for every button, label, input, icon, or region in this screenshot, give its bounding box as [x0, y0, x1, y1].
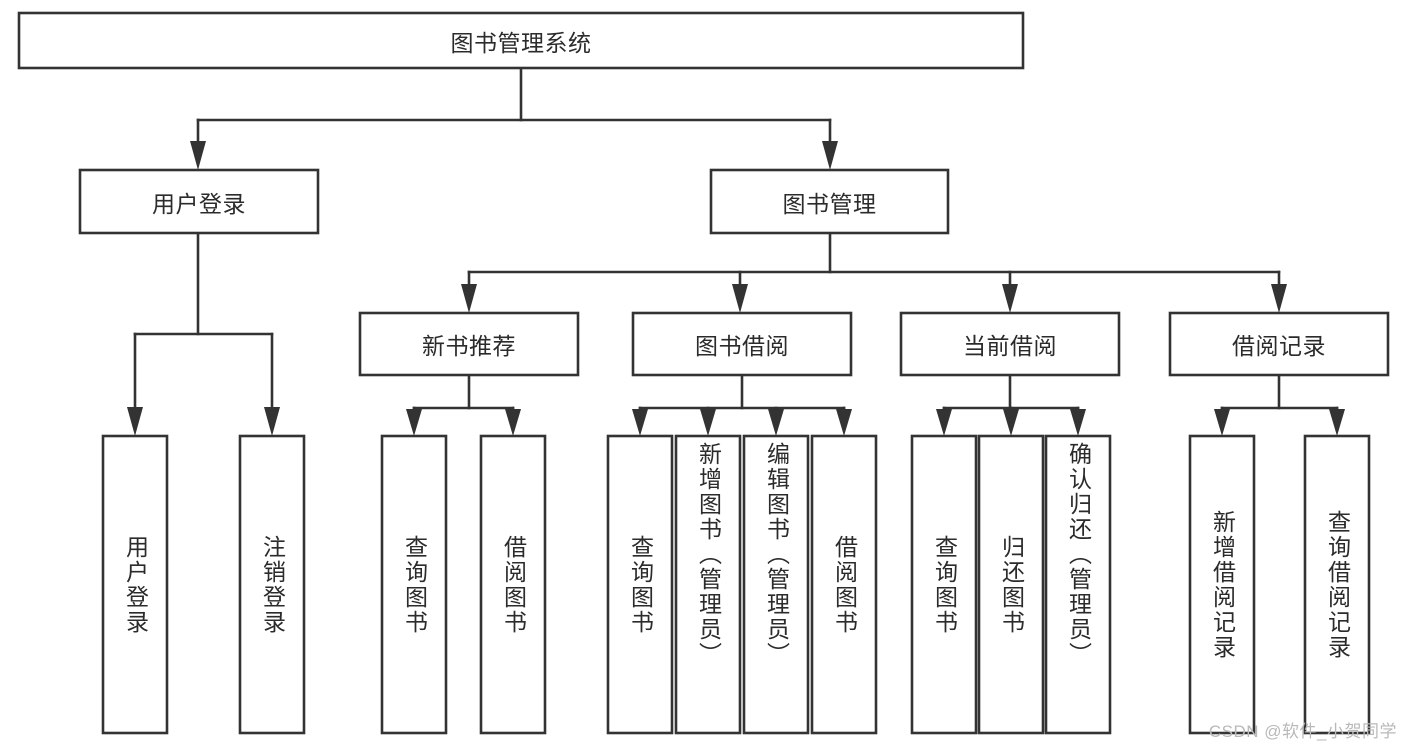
node-box-leaf-borrow-book-2[interactable] [810, 434, 878, 735]
connector-group-current-borrow [936, 373, 1086, 436]
node-box-leaf-confirm-return[interactable] [1044, 434, 1112, 735]
arrow-head-leaf-query-book-2 [632, 409, 648, 436]
node-box-book-borrow[interactable] [631, 311, 853, 377]
node-box-leaf-user-login[interactable] [101, 434, 169, 735]
arrow-head-leaf-borrow-book-1 [505, 409, 521, 436]
arrow-head-leaf-return-book [1003, 409, 1019, 436]
arrow-head-leaf-borrow-book-2 [836, 409, 852, 436]
connector-group-borrow-record [1214, 373, 1345, 436]
arrow-head-bookmgmt [822, 141, 838, 170]
node-box-borrow-record[interactable] [1168, 311, 1390, 377]
node-box-user-login[interactable] [78, 168, 320, 235]
node-box-book-management[interactable] [709, 168, 950, 235]
arrow-head-leaf-edit-book [768, 409, 784, 436]
connector-group-book-borrow [632, 373, 852, 436]
node-box-leaf-add-book[interactable] [674, 434, 742, 735]
connector-group-new-book-recommend [406, 373, 521, 436]
arrow-head-new-book-recommend [461, 284, 477, 313]
arrow-head-leaf-add-book [700, 409, 716, 436]
node-box-leaf-query-book-1[interactable] [380, 434, 448, 735]
arrow-head-leaf-query-book-3 [936, 409, 952, 436]
node-box-leaf-borrow-book-1[interactable] [479, 434, 547, 735]
arrow-head-current-borrow [1002, 284, 1018, 313]
node-box-leaf-edit-book[interactable] [742, 434, 810, 735]
arrow-head-leaf-query-book-1 [406, 409, 422, 436]
node-box-current-borrow[interactable] [899, 311, 1121, 377]
node-box-leaf-query-book-2[interactable] [606, 434, 674, 735]
arrow-head-leaf-confirm-return [1070, 409, 1086, 436]
node-box-leaf-query-record[interactable] [1303, 434, 1371, 735]
arrow-head-leaf-add-record [1214, 409, 1230, 436]
connector-group-bookmgmt [461, 231, 1287, 313]
node-box-leaf-query-book-3[interactable] [910, 434, 978, 735]
node-box-root[interactable] [17, 11, 1025, 70]
connector-group-userlogin [127, 231, 280, 436]
arrow-head-leaf-logout-login [264, 407, 280, 436]
node-box-leaf-add-record[interactable] [1188, 434, 1256, 735]
node-box-leaf-return-book[interactable] [977, 434, 1045, 735]
connector-group-root [190, 66, 838, 170]
watermark-text: CSDN @软件_小贺同学 [1208, 722, 1397, 741]
node-box-new-book-recommend[interactable] [358, 311, 580, 377]
arrow-head-userlogin [190, 141, 206, 170]
arrow-head-leaf-query-record [1329, 409, 1345, 436]
arrow-head-book-borrow [732, 284, 748, 313]
arrow-head-borrow-record [1271, 284, 1287, 313]
arrow-head-leaf-user-login [127, 407, 143, 436]
node-box-leaf-logout-login[interactable] [238, 434, 306, 735]
